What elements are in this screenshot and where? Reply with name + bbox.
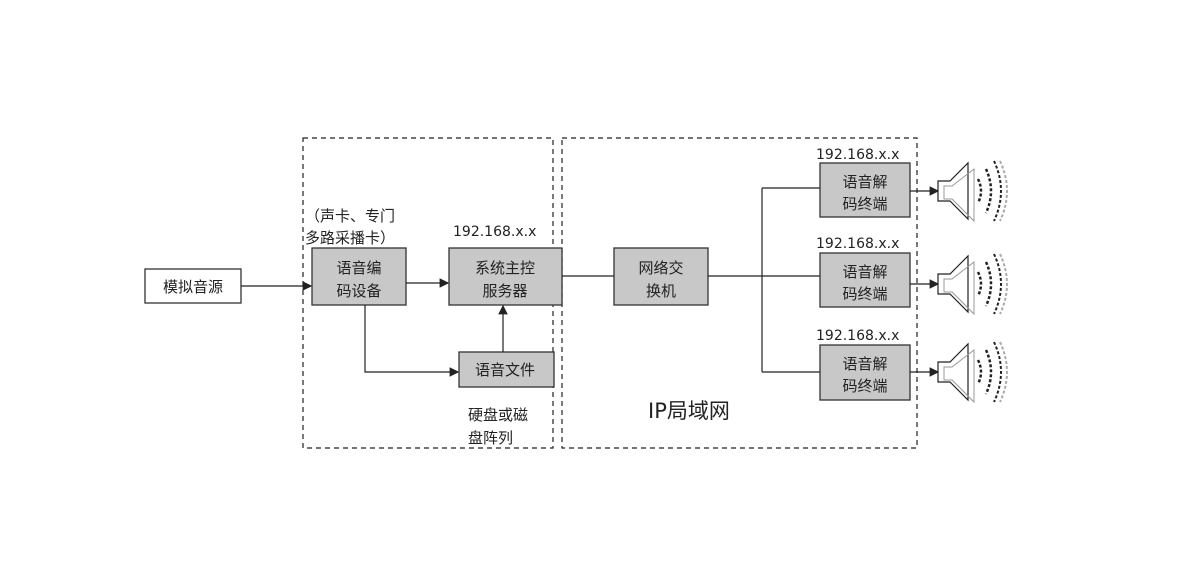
analog-audio-source: 模拟音源 bbox=[144, 268, 242, 304]
voice-encoder: 语音编 码设备 bbox=[311, 247, 407, 306]
ip-lan-label: IP局域网 bbox=[648, 399, 730, 423]
decoder-ip: 192.168.x.x bbox=[816, 328, 899, 344]
switch-label: 网络交 bbox=[638, 259, 683, 277]
source-label: 模拟音源 bbox=[163, 278, 223, 296]
decoder-ip: 192.168.x.x bbox=[816, 236, 899, 252]
file-note: 硬盘或磁 bbox=[468, 406, 528, 424]
server-label-2: 服务器 bbox=[482, 282, 527, 300]
decoder-label-2: 码终端 bbox=[842, 195, 887, 213]
decoder-label: 语音解 bbox=[842, 355, 887, 373]
decoder-label: 语音解 bbox=[842, 173, 887, 191]
file-note-2: 盘阵列 bbox=[468, 429, 513, 447]
file-label: 语音文件 bbox=[475, 361, 535, 379]
decoder-label: 语音解 bbox=[842, 263, 887, 281]
decoder-label-2: 码终端 bbox=[842, 285, 887, 303]
voice-file-storage: 语音文件 bbox=[458, 351, 555, 388]
encoder-label: 语音编 bbox=[336, 259, 381, 277]
speaker-icon bbox=[936, 159, 1009, 223]
encoder-note: （声卡、专门 bbox=[305, 207, 395, 225]
decoder-terminal-1: 192.168.x.x 语音解 码终端 bbox=[762, 147, 1009, 223]
server-ip: 192.168.x.x bbox=[453, 224, 536, 240]
server-label: 系统主控 bbox=[475, 259, 535, 277]
arrow-encoder-to-file bbox=[364, 305, 460, 377]
encoder-label-2: 码设备 bbox=[336, 282, 381, 300]
decoder-label-2: 码终端 bbox=[842, 377, 887, 395]
main-control-server: 系统主控 服务器 bbox=[448, 247, 563, 306]
encoder-note-2: 多路采播卡） bbox=[305, 229, 395, 247]
decoder-ip: 192.168.x.x bbox=[816, 147, 899, 163]
speaker-icon bbox=[936, 252, 1009, 316]
switch-label-2: 换机 bbox=[646, 282, 676, 300]
network-switch: 网络交 换机 bbox=[613, 247, 709, 306]
decoder-terminal-3: 192.168.x.x 语音解 码终端 bbox=[762, 328, 1009, 404]
decoder-terminal-2: 192.168.x.x 语音解 码终端 bbox=[762, 236, 1009, 316]
speaker-icon bbox=[936, 340, 1009, 404]
